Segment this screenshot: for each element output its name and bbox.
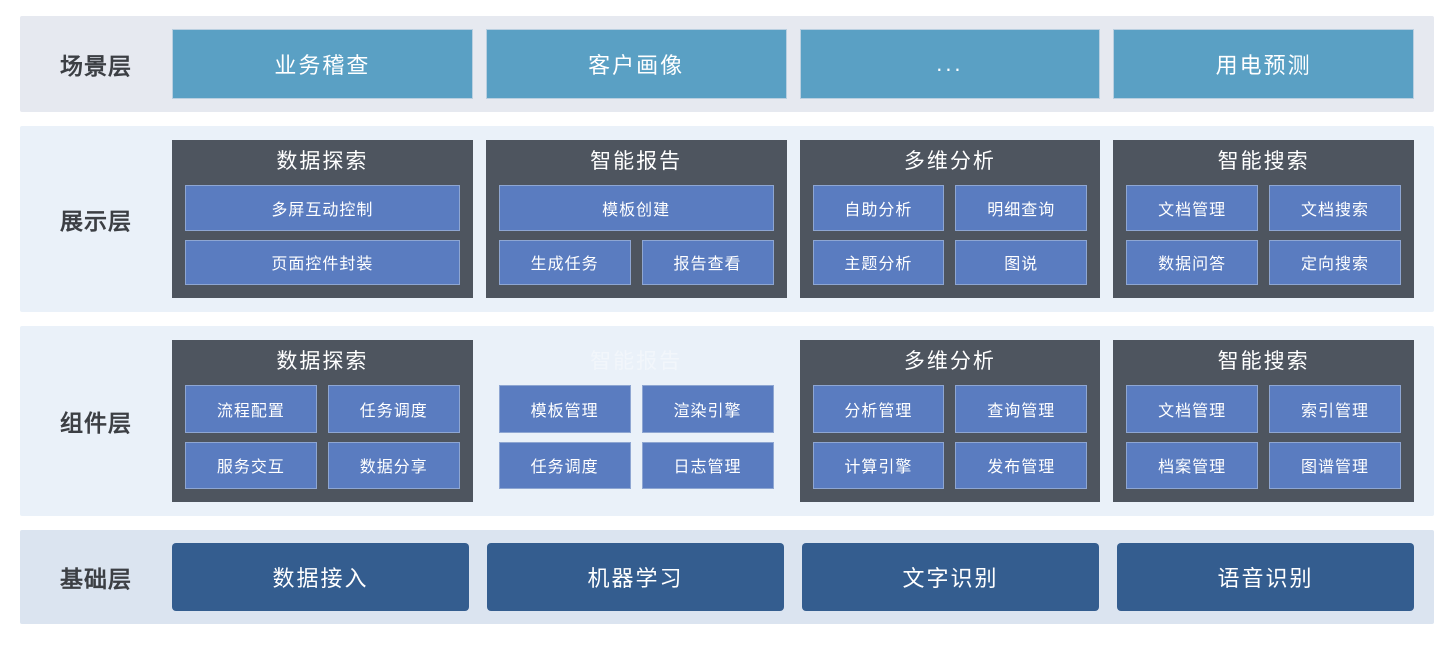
- layer-row-display: 展示层 数据探索 多屏互动控制 页面控件封装 智能报告 模板创建: [20, 126, 1434, 312]
- basic-card-speech-recognition[interactable]: 语音识别: [1117, 543, 1414, 611]
- chip-document-management[interactable]: 文档管理: [1126, 185, 1259, 231]
- group-title: 数据探索: [276, 150, 369, 173]
- chip-rows: 模板管理 渲染引擎 任务调度 日志管理: [498, 385, 774, 489]
- chip-generate-task[interactable]: 生成任务: [498, 239, 631, 285]
- chip-rows: 文档管理 索引管理 档案管理 图谱管理: [1126, 385, 1401, 489]
- chip-template-creation[interactable]: 模板创建: [498, 185, 774, 231]
- chip-process-configuration[interactable]: 流程配置: [185, 385, 317, 433]
- chip-row: 页面控件封装: [185, 239, 460, 285]
- chip-analysis-management[interactable]: 分析管理: [812, 385, 945, 433]
- chip-report-view[interactable]: 报告查看: [641, 239, 774, 285]
- layer-body-component: 数据探索 流程配置 任务调度 服务交互 数据分享 智能报告 模板管理: [172, 326, 1434, 516]
- chip-row: 计算引擎 发布管理: [812, 441, 1088, 489]
- chip-rows: 分析管理 查询管理 计算引擎 发布管理: [812, 385, 1088, 489]
- basic-card-data-ingestion[interactable]: 数据接入: [172, 543, 469, 611]
- scene-card-power-forecast[interactable]: 用电预测: [1113, 29, 1414, 99]
- chip-targeted-search[interactable]: 定向搜索: [1269, 239, 1401, 285]
- group-card-component-smart-report[interactable]: 智能报告 模板管理 渲染引擎 任务调度 日志管理: [486, 340, 787, 502]
- chip-data-qa[interactable]: 数据问答: [1126, 239, 1259, 285]
- chip-data-sharing[interactable]: 数据分享: [327, 441, 460, 489]
- chip-rows: 模板创建 生成任务 报告查看: [498, 185, 774, 285]
- chip-knowledge-graph-management[interactable]: 图谱管理: [1269, 441, 1401, 489]
- layer-label-display: 展示层: [60, 208, 132, 234]
- group-title: 智能搜索: [1217, 150, 1310, 173]
- chip-row: 档案管理 图谱管理: [1126, 441, 1401, 489]
- layer-body-scene: 业务稽查 客户画像 ... 用电预测: [172, 16, 1434, 112]
- chip-row: 自助分析 明细查询: [812, 185, 1088, 231]
- chip-publish-management[interactable]: 发布管理: [955, 441, 1088, 489]
- basic-card-machine-learning[interactable]: 机器学习: [487, 543, 784, 611]
- chip-archive-management[interactable]: 档案管理: [1126, 441, 1259, 489]
- chip-row: 生成任务 报告查看: [498, 239, 774, 285]
- chip-rows: 多屏互动控制 页面控件封装: [185, 185, 460, 285]
- layer-label-basic: 基础层: [60, 566, 132, 592]
- group-card-component-smart-search[interactable]: 智能搜索 文档管理 索引管理 档案管理 图谱管理: [1113, 340, 1414, 502]
- chip-rows: 文档管理 文档搜索 数据问答 定向搜索: [1126, 185, 1401, 285]
- scene-card-more[interactable]: ...: [799, 29, 1101, 99]
- chip-row: 主题分析 图说: [812, 239, 1088, 285]
- group-title: 智能报告: [590, 350, 683, 373]
- chip-row: 流程配置 任务调度: [185, 385, 460, 433]
- group-card-component-multidim-analysis[interactable]: 多维分析 分析管理 查询管理 计算引擎 发布管理: [799, 340, 1101, 502]
- basic-card-text-recognition[interactable]: 文字识别: [802, 543, 1099, 611]
- chip-detail-query[interactable]: 明细查询: [955, 185, 1088, 231]
- chip-row: 模板管理 渲染引擎: [498, 385, 774, 433]
- chip-row: 服务交互 数据分享: [185, 441, 460, 489]
- group-title: 数据探索: [276, 350, 369, 373]
- scene-card-business-audit[interactable]: 业务稽查: [172, 29, 473, 99]
- chip-chart-narrative[interactable]: 图说: [955, 239, 1088, 285]
- chip-document-management[interactable]: 文档管理: [1126, 385, 1259, 433]
- chip-rows: 流程配置 任务调度 服务交互 数据分享: [185, 385, 460, 489]
- group-title: 智能搜索: [1217, 350, 1310, 373]
- chip-task-scheduling[interactable]: 任务调度: [498, 441, 631, 489]
- chip-rows: 自助分析 明细查询 主题分析 图说: [812, 185, 1088, 285]
- layer-row-scene: 场景层 业务稽查 客户画像 ... 用电预测: [20, 16, 1434, 112]
- group-card-display-multidim-analysis[interactable]: 多维分析 自助分析 明细查询 主题分析 图说: [799, 140, 1101, 298]
- layer-label-scene: 场景层: [60, 53, 132, 79]
- chip-index-management[interactable]: 索引管理: [1269, 385, 1401, 433]
- chip-self-service-analysis[interactable]: 自助分析: [812, 185, 945, 231]
- layer-label-component: 组件层: [60, 410, 132, 436]
- chip-topic-analysis[interactable]: 主题分析: [812, 239, 945, 285]
- chip-row: 多屏互动控制: [185, 185, 460, 231]
- chip-row: 模板创建: [498, 185, 774, 231]
- chip-render-engine[interactable]: 渲染引擎: [641, 385, 774, 433]
- chip-row: 分析管理 查询管理: [812, 385, 1088, 433]
- group-card-display-smart-search[interactable]: 智能搜索 文档管理 文档搜索 数据问答 定向搜索: [1113, 140, 1414, 298]
- chip-page-widget-encapsulation[interactable]: 页面控件封装: [185, 239, 460, 285]
- chip-row: 任务调度 日志管理: [498, 441, 774, 489]
- group-title: 多维分析: [903, 150, 996, 173]
- chip-row: 数据问答 定向搜索: [1126, 239, 1401, 285]
- layer-row-component: 组件层 数据探索 流程配置 任务调度 服务交互 数据分享 智能报告: [20, 326, 1434, 516]
- chip-document-search[interactable]: 文档搜索: [1269, 185, 1401, 231]
- chip-task-scheduling[interactable]: 任务调度: [327, 385, 460, 433]
- group-title: 多维分析: [903, 350, 996, 373]
- chip-multiscreen-interaction-control[interactable]: 多屏互动控制: [185, 185, 460, 231]
- group-card-display-smart-report[interactable]: 智能报告 模板创建 生成任务 报告查看: [485, 140, 787, 298]
- scene-card-customer-profile[interactable]: 客户画像: [485, 29, 787, 99]
- chip-template-management[interactable]: 模板管理: [498, 385, 631, 433]
- group-card-display-data-exploration[interactable]: 数据探索 多屏互动控制 页面控件封装: [172, 140, 473, 298]
- group-card-component-data-exploration[interactable]: 数据探索 流程配置 任务调度 服务交互 数据分享: [172, 340, 473, 502]
- chip-log-management[interactable]: 日志管理: [641, 441, 774, 489]
- layer-body-display: 数据探索 多屏互动控制 页面控件封装 智能报告 模板创建: [172, 126, 1434, 312]
- layer-body-basic: 数据接入 机器学习 文字识别 语音识别: [172, 530, 1434, 624]
- chip-service-interaction[interactable]: 服务交互: [185, 441, 317, 489]
- chip-row: 文档管理 索引管理: [1126, 385, 1401, 433]
- chip-row: 文档管理 文档搜索: [1126, 185, 1401, 231]
- chip-query-management[interactable]: 查询管理: [955, 385, 1088, 433]
- chip-compute-engine[interactable]: 计算引擎: [812, 441, 945, 489]
- layer-row-basic: 基础层 数据接入 机器学习 文字识别 语音识别: [20, 530, 1434, 624]
- group-title: 智能报告: [590, 150, 683, 173]
